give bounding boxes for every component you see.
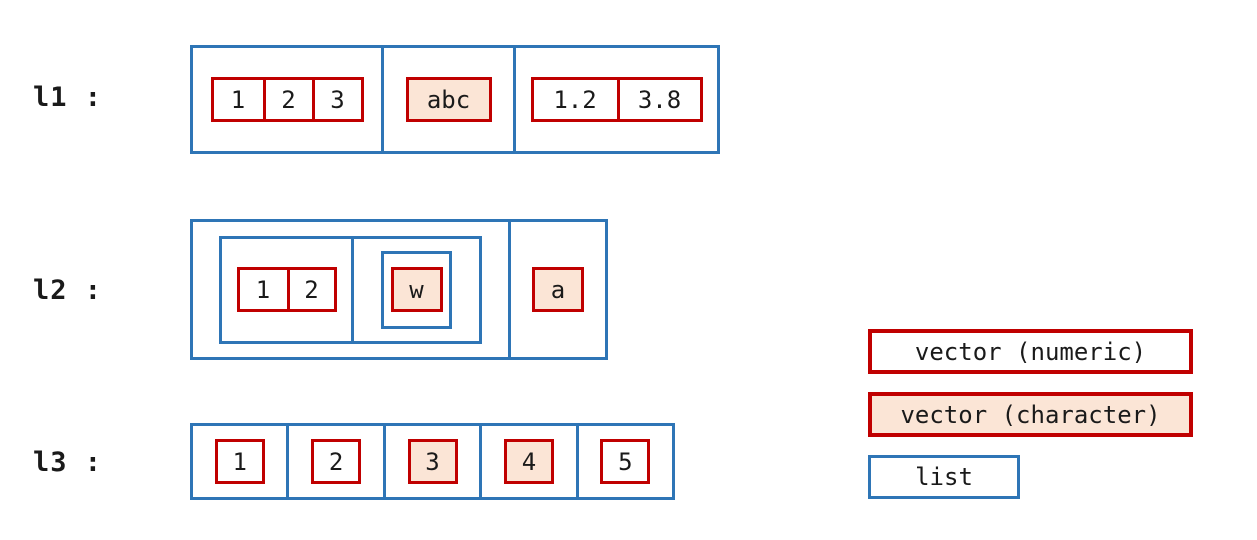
nested-list-slot-2: w xyxy=(351,238,479,341)
vector-cell: 1 xyxy=(255,275,271,304)
list-l2-slot-2: a xyxy=(508,222,605,357)
list-label-l2: l2 : xyxy=(33,275,103,306)
nested-list-box: 1 2 w xyxy=(219,235,482,344)
vector-cell: abc xyxy=(426,85,471,114)
innermost-list-box: w xyxy=(381,250,452,329)
vector-cell: 1 xyxy=(230,85,246,114)
list-box-l3: 1 2 3 4 5 xyxy=(190,423,675,500)
list-l1-slot-1: 1 2 3 xyxy=(193,48,381,151)
vector-cell: w xyxy=(409,275,424,304)
vector-cell: 3 xyxy=(425,447,440,476)
list-l3-slot-3: 3 xyxy=(382,426,479,497)
list-l2-slot-1: 1 2 w xyxy=(193,222,508,357)
list-l1-slot-3: 1.2 3.8 xyxy=(513,48,717,151)
list-label-l1: l1 : xyxy=(33,82,103,113)
numeric-vector: 1 xyxy=(214,439,265,484)
vector-cell: 4 xyxy=(521,447,537,476)
legend-item-list: list xyxy=(868,455,1020,499)
character-vector: abc xyxy=(405,77,492,122)
legend-item-vector-numeric: vector (numeric) xyxy=(868,329,1193,374)
vector-cell: 5 xyxy=(618,447,633,476)
vector-cell: 3.8 xyxy=(616,80,700,119)
vector-cell: 1 xyxy=(232,447,247,476)
vector-cell: 2 xyxy=(262,80,312,119)
list-label-l3: l3 : xyxy=(33,447,103,478)
vector-cell: a xyxy=(550,275,566,304)
numeric-vector: 2 xyxy=(311,439,362,484)
list-box-l2: 1 2 w a xyxy=(190,219,608,360)
list-l3-slot-2: 2 xyxy=(286,426,382,497)
nested-list-slot-1: 1 2 xyxy=(222,239,351,341)
vector-cell: 3 xyxy=(311,80,361,119)
vector-cell: 2 xyxy=(286,270,334,309)
numeric-vector: 1.2 3.8 xyxy=(530,77,703,122)
character-vector: w xyxy=(390,267,443,312)
vector-cell: 2 xyxy=(328,447,344,476)
list-l3-slot-5: 5 xyxy=(575,426,672,497)
numeric-vector: 1 2 3 xyxy=(210,77,364,122)
legend-item-vector-character: vector (character) xyxy=(868,392,1193,437)
list-l3-slot-4: 4 xyxy=(479,426,575,497)
vector-cell: 1.2 xyxy=(553,85,597,114)
list-l1-slot-2: abc xyxy=(381,48,513,151)
list-box-l1: 1 2 3 abc 1.2 3.8 xyxy=(190,45,720,154)
character-vector: 3 xyxy=(407,439,458,484)
numeric-vector: 5 xyxy=(600,439,651,484)
numeric-vector: 1 2 xyxy=(236,267,337,312)
list-l3-slot-1: 1 xyxy=(193,426,286,497)
character-vector: a xyxy=(532,267,584,312)
character-vector: 4 xyxy=(503,439,554,484)
